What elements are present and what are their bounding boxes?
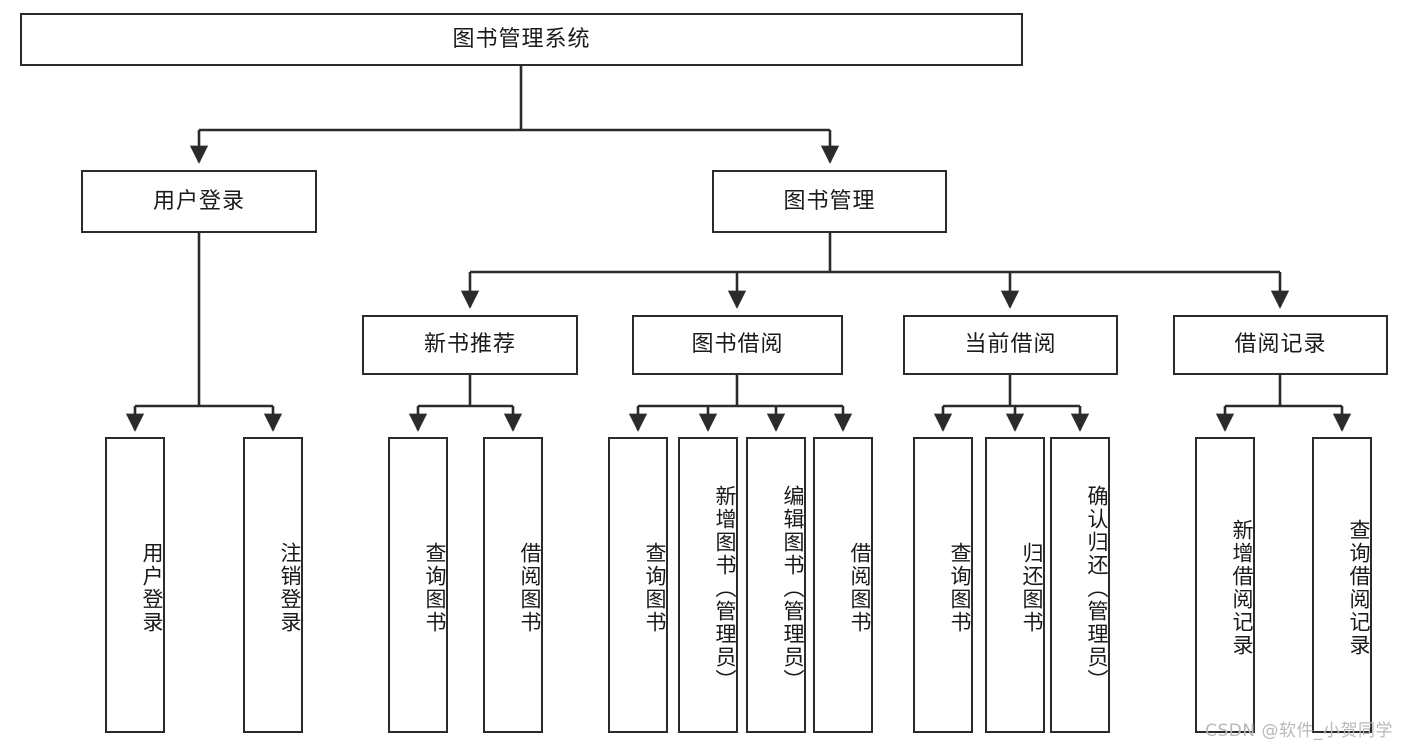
leaf-add-borrow-record-label: 新增借阅记录: [1230, 519, 1254, 657]
node-borrow-records[interactable]: 借阅记录: [1173, 315, 1388, 375]
leaf-return-book[interactable]: 归还图书: [985, 437, 1045, 733]
node-current-borrow[interactable]: 当前借阅: [903, 315, 1118, 375]
leaf-user-login[interactable]: 用户登录: [105, 437, 165, 733]
leaf-add-borrow-record[interactable]: 新增借阅记录: [1195, 437, 1255, 733]
leaf-confirm-return-admin-label: 确认归还（管理员）: [1085, 484, 1109, 692]
leaf-edit-book-admin[interactable]: 编辑图书（管理员）: [746, 437, 806, 733]
leaf-query-borrow-record-label: 查询借阅记录: [1347, 519, 1371, 657]
node-user-login-label: 用户登录: [152, 188, 245, 214]
leaf-user-login-label: 用户登录: [140, 542, 164, 634]
node-user-login[interactable]: 用户登录: [81, 170, 317, 233]
leaf-query-book-current[interactable]: 查询图书: [913, 437, 973, 733]
leaf-logout-label: 注销登录: [278, 542, 302, 634]
node-book-borrow-label: 图书借阅: [691, 332, 784, 357]
node-book-borrow[interactable]: 图书借阅: [632, 315, 843, 375]
node-current-borrow-label: 当前借阅: [964, 332, 1057, 357]
leaf-add-book-admin-label: 新增图书（管理员）: [713, 484, 737, 692]
node-new-book-recommend[interactable]: 新书推荐: [362, 315, 578, 375]
node-borrow-records-label: 借阅记录: [1234, 332, 1327, 357]
node-book-management-label: 图书管理: [783, 188, 876, 214]
leaf-borrow-book-label: 借阅图书: [848, 542, 872, 634]
leaf-logout[interactable]: 注销登录: [243, 437, 303, 733]
node-book-management[interactable]: 图书管理: [712, 170, 947, 233]
leaf-return-book-label: 归还图书: [1020, 542, 1044, 634]
leaf-borrow-book-newbooks-label: 借阅图书: [518, 542, 542, 634]
leaf-query-book-newbooks-label: 查询图书: [423, 542, 447, 634]
node-root-label: 图书管理系统: [452, 26, 591, 52]
leaf-query-book-newbooks[interactable]: 查询图书: [388, 437, 448, 733]
leaf-query-book-borrow-label: 查询图书: [643, 542, 667, 634]
leaf-add-book-admin[interactable]: 新增图书（管理员）: [678, 437, 738, 733]
watermark: CSDN @软件_小贺同学: [1205, 721, 1393, 741]
leaf-query-book-current-label: 查询图书: [948, 542, 972, 634]
node-new-book-recommend-label: 新书推荐: [423, 332, 516, 357]
leaf-query-borrow-record[interactable]: 查询借阅记录: [1312, 437, 1372, 733]
node-root[interactable]: 图书管理系统: [20, 13, 1023, 66]
leaf-borrow-book[interactable]: 借阅图书: [813, 437, 873, 733]
leaf-borrow-book-newbooks[interactable]: 借阅图书: [483, 437, 543, 733]
leaf-edit-book-admin-label: 编辑图书（管理员）: [781, 484, 805, 692]
leaf-query-book-borrow[interactable]: 查询图书: [608, 437, 668, 733]
leaf-confirm-return-admin[interactable]: 确认归还（管理员）: [1050, 437, 1110, 733]
